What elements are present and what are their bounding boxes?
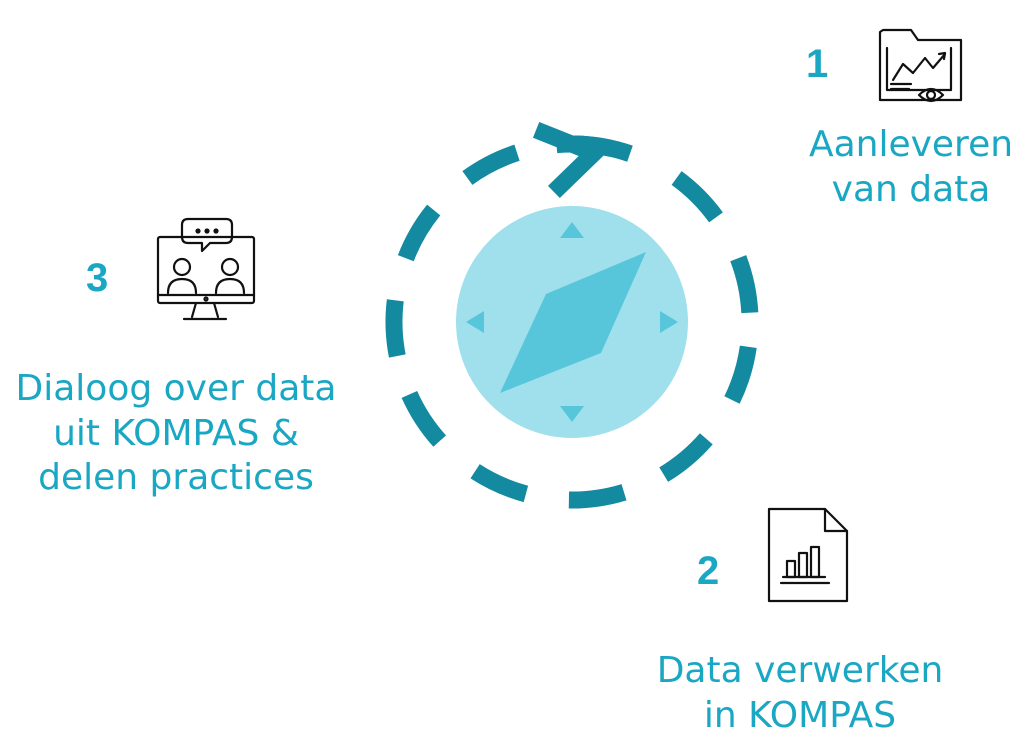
video-chat-icon [156,217,256,321]
step-2-label: Data verwerken in KOMPAS [620,649,980,738]
folder-analytics-icon [878,28,963,103]
ring-dash [671,171,723,223]
compass-needle [500,252,646,393]
ring-dash [568,484,627,509]
compass-icon [456,206,688,438]
step-3-label-line-1: Dialoog over data [15,368,337,409]
step-1-label-line-1: Aanleveren [808,124,1014,165]
step-2-label-line-1: Data verwerken [656,650,944,691]
compass-west-marker [466,311,484,333]
ring-dash [397,204,441,262]
compass-north-marker [560,222,584,238]
ring-dash [385,299,406,358]
step-3-label-line-2: uit KOMPAS & [53,412,299,454]
step-2-number: 2 [697,549,720,593]
step-1-label: Aanleveren van data [800,123,1022,212]
step-2-label-line-2: in KOMPAS [703,694,897,736]
step-1-number: 1 [806,42,829,86]
report-chart-icon [767,507,849,603]
step-3-label-line-3: delen practices [38,457,314,499]
step-3-label: Dialoog over data uit KOMPAS & delen pra… [0,367,352,501]
compass-south-marker [560,406,584,422]
ring-dash [462,144,520,185]
step-3-number: 3 [86,256,109,300]
compass-east-marker [660,311,678,333]
ring-dash [730,255,759,314]
ring-dash [470,464,529,503]
step-1-label-line-2: van data [831,168,991,210]
ring-dash [401,390,447,447]
cycle-arrowhead-icon [532,121,610,199]
ring-dash [724,345,757,404]
ring-dash [659,433,713,482]
